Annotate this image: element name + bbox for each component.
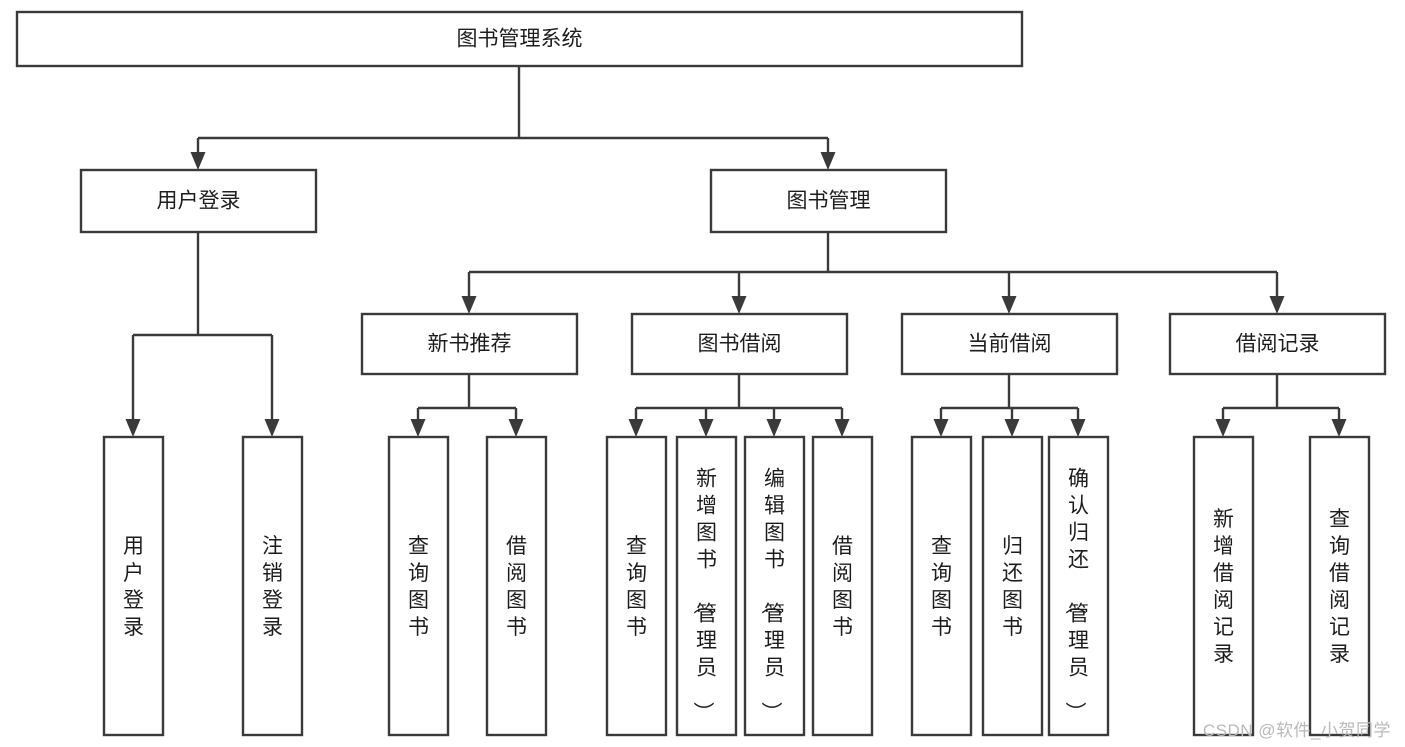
leaf-node-查询图书[interactable]: 查询图书 [387, 435, 450, 737]
arrow-head-icon [125, 419, 141, 437]
node-box [675, 435, 738, 737]
node-box [102, 435, 165, 737]
node-box [1192, 435, 1255, 737]
arrow-head-icon [1269, 296, 1285, 314]
node-box [630, 312, 849, 376]
node-label: 归还图书 [1002, 535, 1023, 639]
arrow-head-icon [1215, 419, 1231, 437]
node-label: 当前借阅 [968, 333, 1052, 356]
node-label: 图书借阅 [698, 333, 782, 356]
arrow-head-icon [1070, 419, 1086, 437]
arrow-head-icon [820, 152, 836, 170]
node-label: 查询图书 [626, 535, 647, 639]
level3-node-借阅记录[interactable]: 借阅记录 [1168, 312, 1387, 376]
node-label: 用户登录 [157, 190, 241, 213]
arrow-head-icon [698, 419, 714, 437]
connector-图书管理-to-level3 [461, 232, 1285, 314]
connector-当前借阅-to-leaves [933, 374, 1086, 437]
node-box [709, 168, 948, 234]
node-box [79, 168, 318, 234]
node-box [811, 435, 874, 737]
node-label: 查询图书 [931, 535, 952, 639]
arrow-head-icon [933, 419, 949, 437]
connector-图书借阅-to-leaves [628, 374, 850, 437]
node-label: 新增借阅记录 [1213, 508, 1234, 666]
connectors-layer [125, 66, 1347, 437]
root-node-图书管理系统[interactable]: 图书管理系统 [15, 10, 1024, 68]
nodes-layer: 图书管理系统用户登录图书管理新书推荐图书借阅当前借阅借阅记录用户登录注销登录查询… [15, 10, 1387, 737]
arrow-head-icon [1001, 296, 1017, 314]
leaf-node-查询借阅记录[interactable]: 查询借阅记录 [1308, 435, 1371, 737]
node-label: 查询借阅记录 [1329, 508, 1350, 666]
leaf-node-新增图书-管理员[interactable]: 新增图书（管理员） [675, 435, 738, 737]
node-box [387, 435, 450, 737]
arrow-head-icon [461, 296, 477, 314]
node-label: 编辑图书（管理员） [759, 468, 785, 723]
node-box [743, 435, 806, 737]
arrow-head-icon [508, 419, 524, 437]
node-box [1308, 435, 1371, 737]
node-label: 确认归还（管理员） [1063, 468, 1089, 723]
connector-新书推荐-to-leaves [410, 374, 524, 437]
node-label: 借阅记录 [1236, 333, 1320, 356]
node-box [15, 10, 1024, 68]
node-label: 图书管理 [787, 190, 871, 213]
arrow-head-icon [834, 419, 850, 437]
level3-node-图书借阅[interactable]: 图书借阅 [630, 312, 849, 376]
node-box [360, 312, 579, 376]
leaf-node-借阅图书[interactable]: 借阅图书 [811, 435, 874, 737]
leaf-node-确认归还-管理员[interactable]: 确认归还（管理员） [1047, 435, 1110, 737]
leaf-node-查询图书[interactable]: 查询图书 [910, 435, 973, 737]
level3-node-新书推荐[interactable]: 新书推荐 [360, 312, 579, 376]
arrow-head-icon [410, 419, 426, 437]
leaf-node-归还图书[interactable]: 归还图书 [981, 435, 1044, 737]
arrow-head-icon [731, 296, 747, 314]
arrow-head-icon [1331, 419, 1347, 437]
node-box [1047, 435, 1110, 737]
connector-root-to-level2 [190, 66, 836, 170]
arrow-head-icon [766, 419, 782, 437]
node-box [981, 435, 1044, 737]
node-label: 新增图书（管理员） [691, 468, 717, 723]
node-box [485, 435, 548, 737]
node-label: 借阅图书 [832, 535, 853, 639]
node-label: 用户登录 [123, 535, 144, 639]
arrow-head-icon [628, 419, 644, 437]
node-box [910, 435, 973, 737]
node-box [1168, 312, 1387, 376]
arrow-head-icon [190, 152, 206, 170]
node-box [605, 435, 668, 737]
node-label: 注销登录 [262, 535, 283, 639]
node-label: 借阅图书 [506, 535, 527, 639]
level2-node-图书管理[interactable]: 图书管理 [709, 168, 948, 234]
level2-node-用户登录[interactable]: 用户登录 [79, 168, 318, 234]
leaf-node-查询图书[interactable]: 查询图书 [605, 435, 668, 737]
leaf-node-新增借阅记录[interactable]: 新增借阅记录 [1192, 435, 1255, 737]
connector-用户登录-to-leaves [125, 232, 280, 437]
node-box [900, 312, 1119, 376]
node-label: 新书推荐 [428, 333, 512, 356]
level3-node-当前借阅[interactable]: 当前借阅 [900, 312, 1119, 376]
leaf-node-注销登录[interactable]: 注销登录 [241, 435, 304, 737]
connector-借阅记录-to-leaves [1215, 374, 1347, 437]
leaf-node-借阅图书[interactable]: 借阅图书 [485, 435, 548, 737]
node-label: 图书管理系统 [457, 28, 583, 51]
leaf-node-用户登录[interactable]: 用户登录 [102, 435, 165, 737]
arrow-head-icon [1004, 419, 1020, 437]
node-box [241, 435, 304, 737]
node-label: 查询图书 [408, 535, 429, 639]
arrow-head-icon [264, 419, 280, 437]
leaf-node-编辑图书-管理员[interactable]: 编辑图书（管理员） [743, 435, 806, 737]
